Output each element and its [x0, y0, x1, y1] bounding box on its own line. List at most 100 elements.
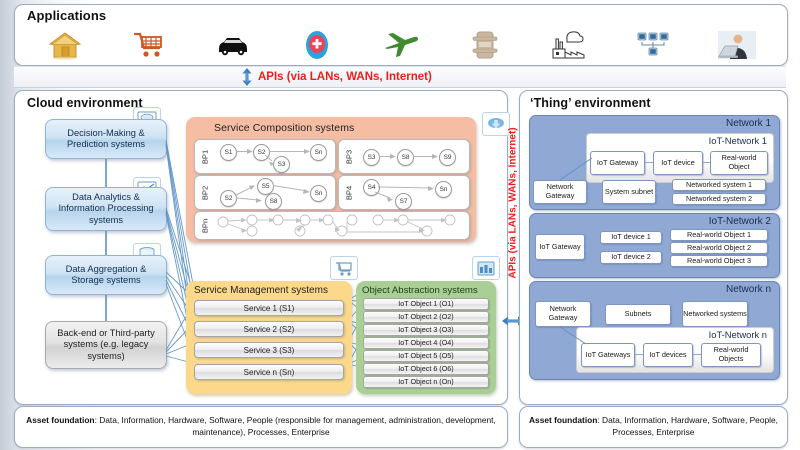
real-world-objects-label-nn: Real-world Objects: [713, 345, 749, 363]
real-world-object-2-box[interactable]: Real-world Object 2: [670, 242, 768, 254]
iot-network-2-box[interactable]: IoT-Network 2 IoT Gateway IoT device 1 I…: [529, 213, 780, 278]
subnets-box[interactable]: Subnets: [605, 304, 671, 325]
service-composition-title: Service Composition systems: [214, 122, 355, 134]
iot-gateway-box-n1[interactable]: IoT Gateway: [590, 151, 645, 175]
process-bp4[interactable]: BP4 S4 S7 Sn: [338, 175, 470, 210]
object-abstraction-title: Object Abstraction systems: [362, 285, 478, 296]
process-bp1[interactable]: BP1 S1 S2 S3 Sn: [194, 139, 336, 174]
api-band-top: APIs (via LANs, WANs, Internet): [14, 66, 786, 88]
bp4-node-s7: S7: [395, 193, 412, 210]
real-world-object-box-n1[interactable]: Real-world Object: [710, 151, 768, 175]
real-world-object-3-label: Real-world Object 3: [686, 255, 752, 265]
process-bp2[interactable]: BP2 S2 S5 S8 Sn: [194, 175, 336, 210]
iot-devices-label-nn: IoT devices: [649, 349, 687, 359]
bp2-node-s8: S8: [265, 193, 282, 210]
thing-asset-foundation-text: Asset foundation: Data, Information, Har…: [527, 414, 780, 438]
system-subnet-label-n1: System subnet: [604, 186, 654, 196]
thing-environment-title: ‘Thing’ environment: [530, 96, 651, 110]
iot-device-1-box[interactable]: IoT device 1: [600, 231, 662, 244]
networked-system-1-box[interactable]: Networked system 1: [672, 179, 766, 191]
api-band-top-content: APIs (via LANs, WANs, Internet): [242, 67, 432, 87]
cloud-environment-title: Cloud environment: [27, 96, 143, 110]
iot-object-row-2[interactable]: IoT Object 2 (O2): [363, 311, 489, 323]
grid-chart-icon: [472, 256, 500, 280]
service-n-label: Service n (Sn): [243, 367, 295, 377]
healthcare-icon: [295, 28, 339, 62]
iot-device-box-n1[interactable]: IoT device: [653, 151, 703, 175]
bp3-node-s8: S8: [397, 149, 414, 166]
real-world-object-1-box[interactable]: Real-world Object 1: [670, 229, 768, 241]
data-aggregation-label: Data Aggregation & Storage systems: [65, 263, 147, 286]
service-row-2[interactable]: Service 2 (S2): [194, 321, 344, 337]
iot-object-n-label: IoT Object n (On): [398, 377, 454, 387]
process-bpn[interactable]: BPn: [194, 211, 470, 240]
system-subnet-box-n1[interactable]: System subnet: [602, 180, 656, 204]
iot-devices-box-nn[interactable]: IoT devices: [643, 343, 693, 367]
thing-asset-foundation: Asset foundation: Data, Information, Har…: [519, 406, 788, 448]
iot-device-2-box[interactable]: IoT device 2: [600, 251, 662, 264]
iot-gateway-box-n2[interactable]: IoT Gateway: [535, 234, 585, 260]
iot-device-1-label: IoT device 1: [611, 232, 651, 242]
shopping-cart-icon: [330, 256, 358, 280]
iot-object-row-4[interactable]: IoT Object 4 (O4): [363, 337, 489, 349]
iot-object-6-label: IoT Object 6 (O6): [398, 364, 454, 374]
service-2-label: Service 2 (S2): [243, 324, 295, 334]
networked-systems-label: Networked systems: [683, 308, 747, 318]
cloud-asset-foundation-body: : Data, Information, Hardware, Software,…: [94, 415, 496, 437]
home-icon: [43, 28, 87, 62]
iotn-link-a: [635, 354, 643, 356]
network-1-title: Network 1: [725, 118, 771, 129]
data-analytics-box[interactable]: Data Analytics & Information Processing …: [45, 187, 167, 231]
iot-network-n-box[interactable]: IoT-Network n IoT Gateways IoT devices R…: [576, 327, 774, 373]
iot-object-row-1[interactable]: IoT Object 1 (O1): [363, 298, 489, 310]
iot-network-1-title: IoT-Network 1: [708, 135, 767, 146]
network-n-box[interactable]: Network n Network Gateway Subnets Networ…: [529, 281, 780, 380]
iot-link-n1-b: [703, 162, 710, 164]
thing-asset-foundation-body: : Data, Information, Hardware, Software,…: [597, 415, 779, 437]
service-row-1[interactable]: Service 1 (S1): [194, 300, 344, 316]
iot-object-row-3[interactable]: IoT Object 3 (O3): [363, 324, 489, 336]
service-row-n[interactable]: Service n (Sn): [194, 364, 344, 380]
thing-environment-panel: ‘Thing’ environment Network 1 IoT-Networ…: [519, 90, 788, 405]
bp1-node-s2: S2: [253, 144, 270, 161]
subnets-label: Subnets: [624, 309, 652, 319]
network-gateway-box-nn[interactable]: Network Gateway: [535, 301, 591, 327]
iot-gateway-label-n1: IoT Gateway: [596, 157, 639, 167]
data-analytics-label: Data Analytics & Information Processing …: [58, 191, 154, 225]
net1-link-a: [587, 191, 602, 193]
iot-object-row-n[interactable]: IoT Object n (On): [363, 376, 489, 388]
cloud-asset-foundation-text: Asset foundation: Data, Information, Har…: [22, 414, 500, 438]
bp2-node-sn: Sn: [310, 185, 327, 202]
stack-link-2: [105, 231, 107, 255]
data-aggregation-box[interactable]: Data Aggregation & Storage systems: [45, 255, 167, 295]
api-top-label: APIs (via LANs, WANs, Internet): [258, 71, 432, 83]
networked-systems-box[interactable]: Networked systems: [682, 301, 748, 327]
network-gateway-box-n1[interactable]: Network Gateway: [533, 180, 587, 204]
iot-object-3-label: IoT Object 3 (O3): [398, 325, 454, 335]
service-row-3[interactable]: Service 3 (S3): [194, 342, 344, 358]
stack-link-1: [105, 159, 107, 187]
bp1-node-s1: S1: [220, 144, 237, 161]
networked-system-2-box[interactable]: Networked system 2: [672, 193, 766, 205]
network-gateway-label-nn: Network Gateway: [548, 304, 578, 322]
bp1-node-s3: S3: [273, 156, 290, 173]
real-world-objects-box-nn[interactable]: Real-world Objects: [701, 343, 761, 367]
applications-panel: Applications: [14, 4, 788, 66]
stack-link-3: [105, 295, 107, 321]
shopping-cart-icon: [127, 28, 171, 62]
net1-link-b: [656, 188, 672, 190]
backend-legacy-box[interactable]: Back-end or Third-party systems (e.g. le…: [45, 321, 167, 369]
iot-gateway-label-n2: IoT Gateway: [539, 241, 581, 251]
real-world-object-3-box[interactable]: Real-world Object 3: [670, 255, 768, 267]
network-1-box[interactable]: Network 1 IoT-Network 1 IoT Gateway IoT …: [529, 115, 780, 210]
decision-making-box[interactable]: Decision-Making & Prediction systems: [45, 119, 167, 159]
process-bp3[interactable]: BP3 S3 S8 S9: [338, 139, 470, 174]
vertical-double-arrow-icon: [242, 68, 252, 86]
iot-network-1-box[interactable]: IoT-Network 1 IoT Gateway IoT device Rea…: [586, 133, 774, 183]
backend-legacy-label: Back-end or Third-party systems (e.g. le…: [57, 327, 155, 361]
iot-object-2-label: IoT Object 2 (O2): [398, 312, 454, 322]
iot-object-row-6[interactable]: IoT Object 6 (O6): [363, 363, 489, 375]
iot-object-row-5[interactable]: IoT Object 5 (O5): [363, 350, 489, 362]
iot-gateways-box-nn[interactable]: IoT Gateways: [581, 343, 635, 367]
bp4-node-sn: Sn: [435, 181, 452, 198]
